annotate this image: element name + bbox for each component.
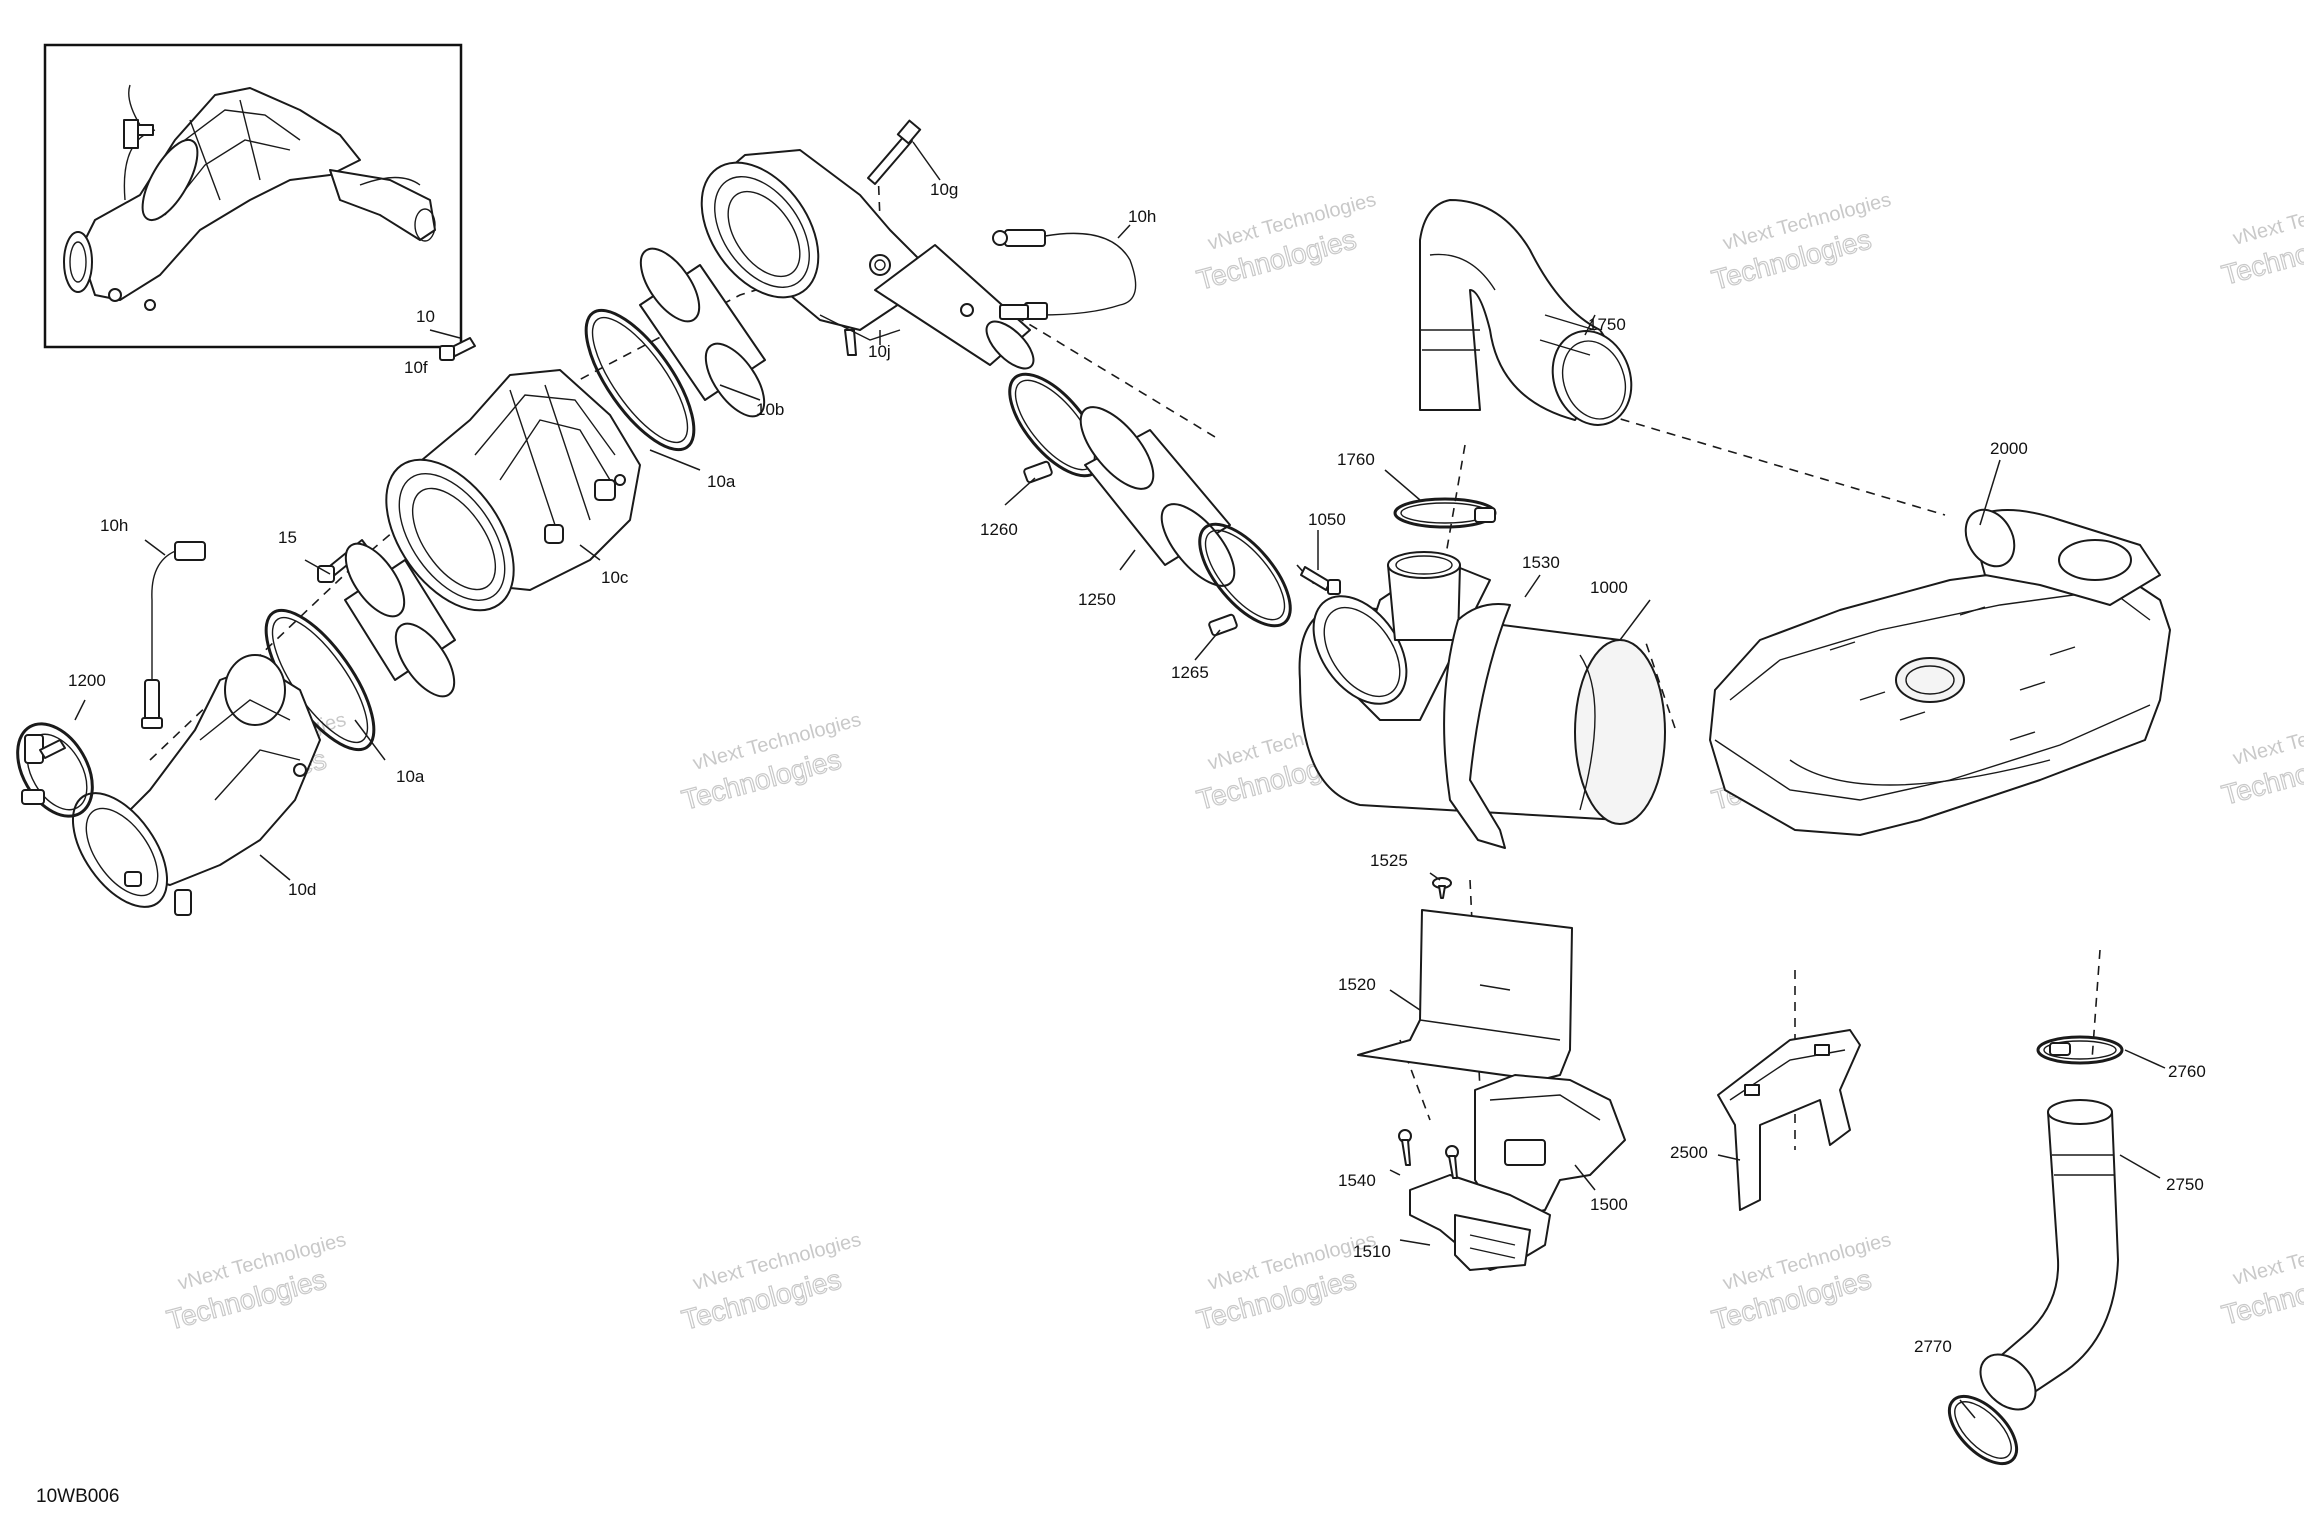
part-1510-bracket: [1409, 1174, 1551, 1271]
part-10a-upper-gasket: [584, 308, 696, 452]
label-10d: 10d: [288, 880, 316, 899]
part-1520-heat-shield: [1357, 909, 1573, 1081]
label-15: 15: [278, 528, 297, 547]
label-1000: 1000: [1590, 578, 1628, 597]
watermark: vNext Technologies Technologies: [2218, 184, 2304, 292]
part-2750-tail-pipe: [1979, 1099, 2119, 1411]
label-2760: 2760: [2168, 1062, 2206, 1081]
part-2000-silencer: [1709, 508, 2171, 836]
watermark: vNext Technologies Technologies: [1708, 1229, 1894, 1337]
part-10c-catalyst-housing: [385, 369, 641, 612]
label-2770: 2770: [1914, 1337, 1952, 1356]
part-1265-clamp: [1198, 522, 1292, 637]
part-1530-strap: [1443, 574, 1541, 849]
label-1265: 1265: [1171, 663, 1209, 682]
part-10h-upper-o2-sensor: [992, 224, 1137, 320]
label-2750: 2750: [2166, 1175, 2204, 1194]
label-10g: 10g: [930, 180, 958, 199]
part-1750-exhaust-pipe: [1419, 199, 1633, 426]
watermark: vNext Technologies Technologies: [678, 1229, 864, 1337]
leader-lines: [74, 314, 2166, 1419]
label-1760: 1760: [1337, 450, 1375, 469]
part-1250-shield: [1079, 406, 1236, 587]
label-1525: 1525: [1370, 851, 1408, 870]
label-10j: 10j: [868, 342, 891, 361]
label-1500: 1500: [1590, 1195, 1628, 1214]
label-10h-left: 10h: [100, 516, 128, 535]
label-1050: 1050: [1308, 510, 1346, 529]
watermark: vNext Technologies Technologies: [678, 709, 864, 817]
part-10g-bolt: [867, 119, 941, 185]
part-2760-clamp: [2036, 1035, 2124, 1065]
label-1520: 1520: [1338, 975, 1376, 994]
part-1760-clamp: [1393, 497, 1497, 529]
part-1200-clamp: [16, 722, 94, 818]
diagram-code: 10WB006: [36, 1486, 119, 1507]
inset-catalyst-assembly: [63, 84, 436, 311]
label-1250: 1250: [1078, 590, 1116, 609]
part-2500-support-bracket: [1717, 1029, 1861, 1211]
label-1750: 1750: [1588, 315, 1626, 334]
callout-labels: 10g 10h 10f 10b 10j 10a 10c 10h 15 1200 …: [68, 180, 2206, 1356]
inset-assembly-10: 10: [43, 43, 463, 349]
part-10j-inlet-flange: [700, 149, 1035, 370]
label-10a-top: 10a: [707, 472, 736, 491]
label-10f: 10f: [404, 358, 428, 377]
label-10b: 10b: [756, 400, 784, 419]
label-10h-top: 10h: [1128, 207, 1156, 226]
watermark: vNext Technologies Technologies: [1708, 189, 1894, 297]
part-1525-fastener: [1432, 877, 1452, 899]
part-1540-screws: [1398, 1129, 1459, 1179]
watermark: vNext Technologies Technologies: [163, 1229, 349, 1337]
watermark: vNext Technologies Technologies: [2218, 1224, 2304, 1332]
part-10b-shield: [639, 247, 766, 418]
label-1540: 1540: [1338, 1171, 1376, 1190]
label-1260: 1260: [980, 520, 1018, 539]
part-1500-bracket: [1474, 1074, 1626, 1221]
part-10h-lower-o2-sensor: [141, 539, 206, 729]
label-10c: 10c: [601, 568, 629, 587]
part-10f-bolt: [439, 337, 476, 361]
watermark: vNext Technologies Technologies: [1193, 189, 1379, 297]
part-lower-shield: [344, 542, 456, 698]
watermark: vNext Technologies Technologies: [2218, 704, 2304, 812]
label-1530: 1530: [1522, 553, 1560, 572]
label-1510: 1510: [1353, 1242, 1391, 1261]
label-10a-bottom: 10a: [396, 767, 425, 786]
label-2500: 2500: [1670, 1143, 1708, 1162]
part-2770-clamp: [1947, 1394, 2019, 1466]
part-10d-lower-catalyst: [71, 654, 321, 916]
label-1200: 1200: [68, 671, 106, 690]
inset-label: 10: [416, 307, 435, 326]
label-2000: 2000: [1990, 439, 2028, 458]
part-1050-sensor: [1300, 566, 1341, 595]
